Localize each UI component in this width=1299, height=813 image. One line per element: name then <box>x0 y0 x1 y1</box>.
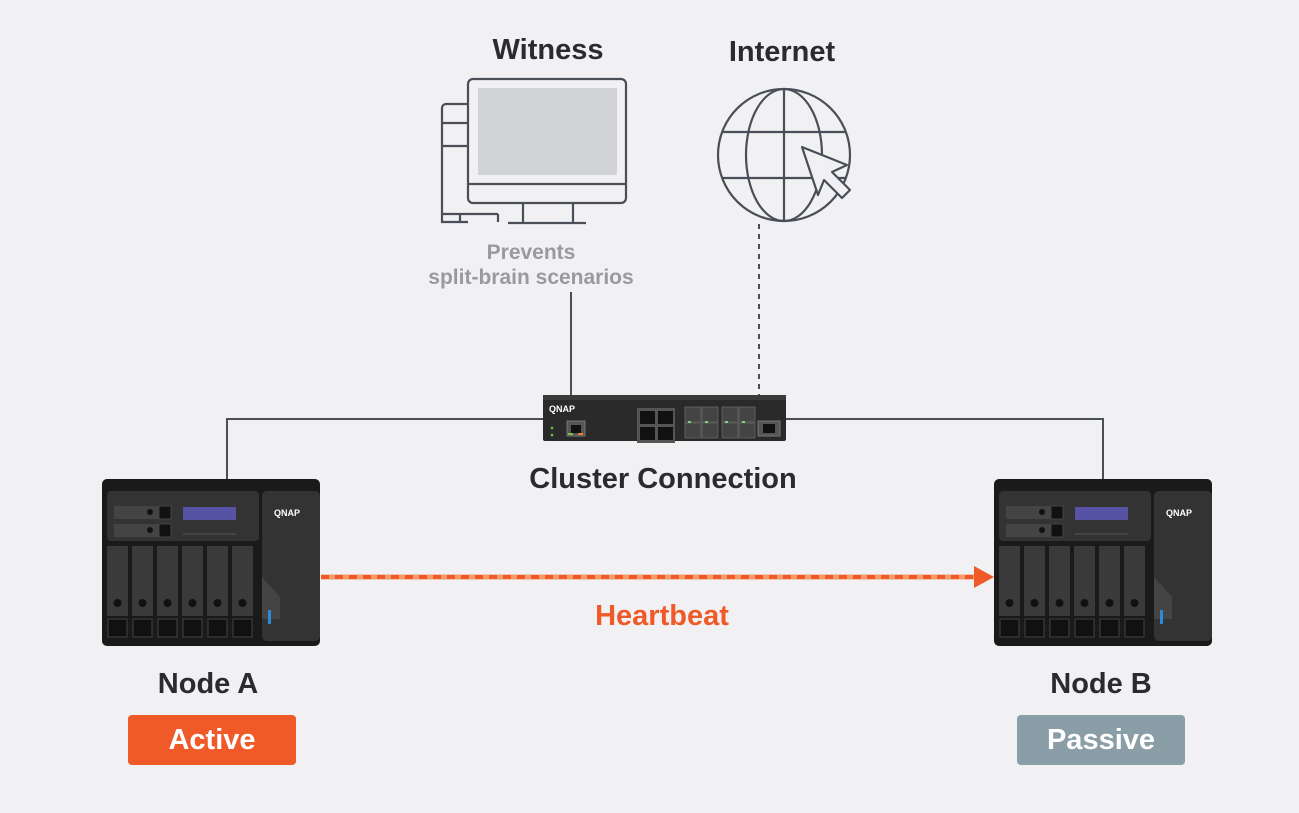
drive-bay <box>232 546 253 616</box>
drive-bay-tray <box>132 618 153 638</box>
internet-title: Internet <box>728 36 836 68</box>
drive-bay <box>207 546 228 616</box>
drive-bay-tray <box>107 618 128 638</box>
drive-bay <box>132 546 153 616</box>
drive-bay-latch <box>1130 599 1139 607</box>
heartbeat-arrowhead <box>974 566 994 588</box>
node-b-status-badge: Passive <box>1017 715 1185 765</box>
node-a-link <box>226 418 545 482</box>
cluster-connection-label: Cluster Connection <box>529 463 797 495</box>
network-switch-icon: QNAP <box>543 395 786 443</box>
node-a-nas-icon: QNAP <box>102 479 320 646</box>
globe-cursor-icon <box>716 87 852 223</box>
drive-bay <box>1099 546 1120 616</box>
drive-bay-latch <box>1105 599 1114 607</box>
witness-description-line2: split-brain scenarios <box>428 266 634 289</box>
drive-bay-latch <box>213 599 222 607</box>
drive-bay-tray <box>1074 618 1095 638</box>
drive-bay-latch <box>1005 599 1014 607</box>
node-a-status-badge: Active <box>128 715 296 765</box>
drive-bay-latch <box>163 599 172 607</box>
drive-bay-tray <box>999 618 1020 638</box>
drive-bay <box>1074 546 1095 616</box>
node-a-brand: QNAP <box>274 508 300 518</box>
drive-bay-latch <box>138 599 147 607</box>
drive-bay <box>1024 546 1045 616</box>
drive-bay-tray <box>1049 618 1070 638</box>
drive-bay-latch <box>188 599 197 607</box>
drive-bay <box>157 546 178 616</box>
heartbeat-label: Heartbeat <box>595 600 729 632</box>
drive-bay <box>999 546 1020 616</box>
drive-bay-tray <box>1124 618 1145 638</box>
node-b-brand: QNAP <box>1166 508 1192 518</box>
drive-bay-tray <box>207 618 228 638</box>
node-b-link <box>785 418 1104 482</box>
drive-bay <box>1049 546 1070 616</box>
drive-bay-tray <box>1024 618 1045 638</box>
drive-bay-tray <box>157 618 178 638</box>
node-a-name: Node A <box>157 668 259 700</box>
desktop-computer-icon <box>440 77 628 225</box>
witness-description-line1: Prevents <box>486 241 576 264</box>
drive-bay-tray <box>1099 618 1120 638</box>
drive-bay <box>1124 546 1145 616</box>
switch-brand: QNAP <box>549 404 575 414</box>
drive-bay <box>107 546 128 616</box>
node-b-nas-icon: QNAP <box>994 479 1212 646</box>
drive-bay <box>182 546 203 616</box>
drive-bay-tray <box>182 618 203 638</box>
drive-bay-latch <box>238 599 247 607</box>
witness-description: Prevents split-brain scenarios <box>411 240 651 290</box>
node-b-name: Node B <box>1050 668 1152 700</box>
drive-bay-latch <box>1055 599 1064 607</box>
drive-bay-latch <box>113 599 122 607</box>
witness-title: Witness <box>492 34 604 66</box>
drive-bay-tray <box>232 618 253 638</box>
drive-bay-latch <box>1080 599 1089 607</box>
drive-bay-latch <box>1030 599 1039 607</box>
